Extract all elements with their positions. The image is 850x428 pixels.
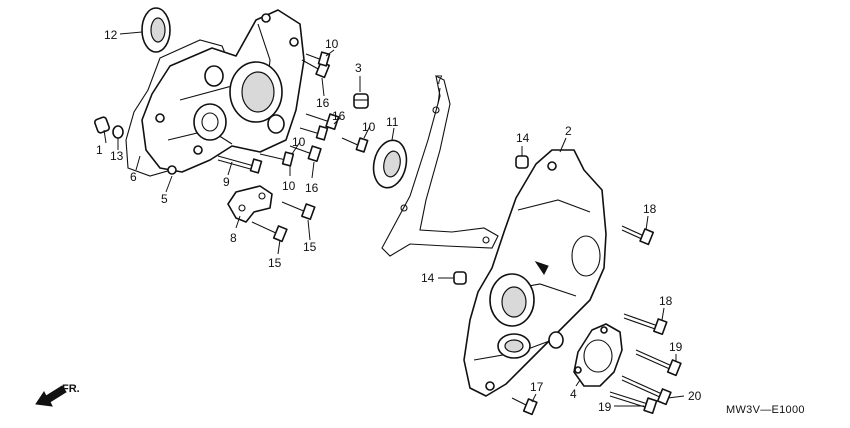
cover-plate-hole xyxy=(574,366,582,374)
bolt-part-10 xyxy=(259,151,295,167)
gasket-hole xyxy=(432,106,440,114)
cover-port-inner xyxy=(504,339,524,353)
callout-10: 10 xyxy=(325,37,339,51)
bolt-part-15 xyxy=(251,221,288,243)
callout-3: 3 xyxy=(355,61,362,75)
drawing-code: MW3V—E1000 xyxy=(726,404,805,416)
oil-seal-part-11-inner xyxy=(383,150,401,178)
callout-16: 16 xyxy=(316,96,330,110)
cover-bolt-hole xyxy=(261,13,271,23)
callout-8: 8 xyxy=(230,231,237,245)
callout-10: 10 xyxy=(362,120,376,134)
callout-labels: 1 13 6 12 5 9 8 15 15 10 16 3 16 10 11 1… xyxy=(96,28,702,414)
callout-10: 10 xyxy=(282,179,296,193)
cover-bolt-hole xyxy=(167,165,177,175)
gasket-hole xyxy=(482,236,490,244)
bolt-part-9 xyxy=(217,155,263,174)
callout-9: 9 xyxy=(223,175,230,189)
callout-16: 16 xyxy=(332,109,346,123)
dowel-pin-part-3 xyxy=(353,93,369,109)
gasket-part-7 xyxy=(381,75,499,257)
cover-bore-inner xyxy=(241,71,275,113)
callout-10: 10 xyxy=(292,135,306,149)
bolt-part-20 xyxy=(621,375,672,406)
callout-4: 4 xyxy=(570,387,577,401)
callout-11: 11 xyxy=(386,115,399,129)
cover-plate-boss xyxy=(583,339,613,373)
arrow-down-left-icon xyxy=(35,385,67,407)
front-label: FR. xyxy=(62,383,80,395)
callout-2: 2 xyxy=(565,124,572,138)
cover-rotor-mark xyxy=(534,261,549,275)
front-indicator: FR. xyxy=(35,383,80,407)
cover-plate-hole xyxy=(600,326,608,334)
callout-12: 12 xyxy=(104,28,118,42)
bolt-part-10 xyxy=(299,125,329,141)
washer-part-13 xyxy=(112,125,124,139)
callout-15: 15 xyxy=(303,240,317,254)
cover-plate-part-4 xyxy=(573,323,623,387)
cover-bolt-hole xyxy=(547,161,557,171)
bracket-hole xyxy=(258,192,266,200)
cover-boss xyxy=(193,103,227,141)
oil-seal-part-12-inner xyxy=(150,17,166,43)
cover-bolt-hole xyxy=(193,145,203,155)
bolt-part-18 xyxy=(623,313,668,336)
bolt-part-16 xyxy=(289,145,322,163)
callout-18: 18 xyxy=(643,202,657,216)
bolt-part-16 xyxy=(305,113,340,131)
callout-1: 1 xyxy=(96,143,103,157)
bolt-part-19 xyxy=(635,349,682,377)
cover-bore-inner xyxy=(501,286,527,318)
bolt-part-10 xyxy=(341,137,369,153)
dowel-pin-part-14 xyxy=(515,155,529,169)
callout-17: 17 xyxy=(530,380,544,394)
right-cover-part-2 xyxy=(463,149,607,397)
right-cover-rib xyxy=(517,199,591,213)
left-cover-part-5 xyxy=(141,9,305,173)
callout-18: 18 xyxy=(659,294,673,308)
cover-bolt-hole xyxy=(289,37,299,47)
callout-16: 16 xyxy=(305,181,319,195)
callout-20: 20 xyxy=(688,389,702,403)
callout-19: 19 xyxy=(598,400,612,414)
bracket-part-8 xyxy=(227,185,273,223)
gasket-hole xyxy=(400,204,408,212)
callout-15: 15 xyxy=(268,256,282,270)
leader-lines xyxy=(103,31,685,407)
cover-bolt-hole xyxy=(485,381,495,391)
callout-7: 7 xyxy=(436,73,443,87)
cover-boss-small xyxy=(548,331,564,349)
callout-5: 5 xyxy=(161,192,168,206)
bolt-part-19 xyxy=(609,391,658,415)
dowel-pin-part-14 xyxy=(453,271,467,285)
bolt-part-15 xyxy=(281,201,316,221)
cover-window xyxy=(571,235,601,277)
callout-14: 14 xyxy=(516,131,530,145)
callout-13: 13 xyxy=(110,149,124,163)
bracket-hole xyxy=(238,204,246,212)
callout-6: 6 xyxy=(130,170,137,184)
cover-boss-small xyxy=(204,65,224,87)
cover-boss-small xyxy=(267,114,285,134)
dowel-pin-part-1 xyxy=(94,116,110,134)
callout-14: 14 xyxy=(421,271,435,285)
cover-bolt-hole xyxy=(155,113,165,123)
cover-boss-inner xyxy=(201,112,219,132)
bolt-part-18 xyxy=(621,225,655,246)
callout-19: 19 xyxy=(669,340,683,354)
